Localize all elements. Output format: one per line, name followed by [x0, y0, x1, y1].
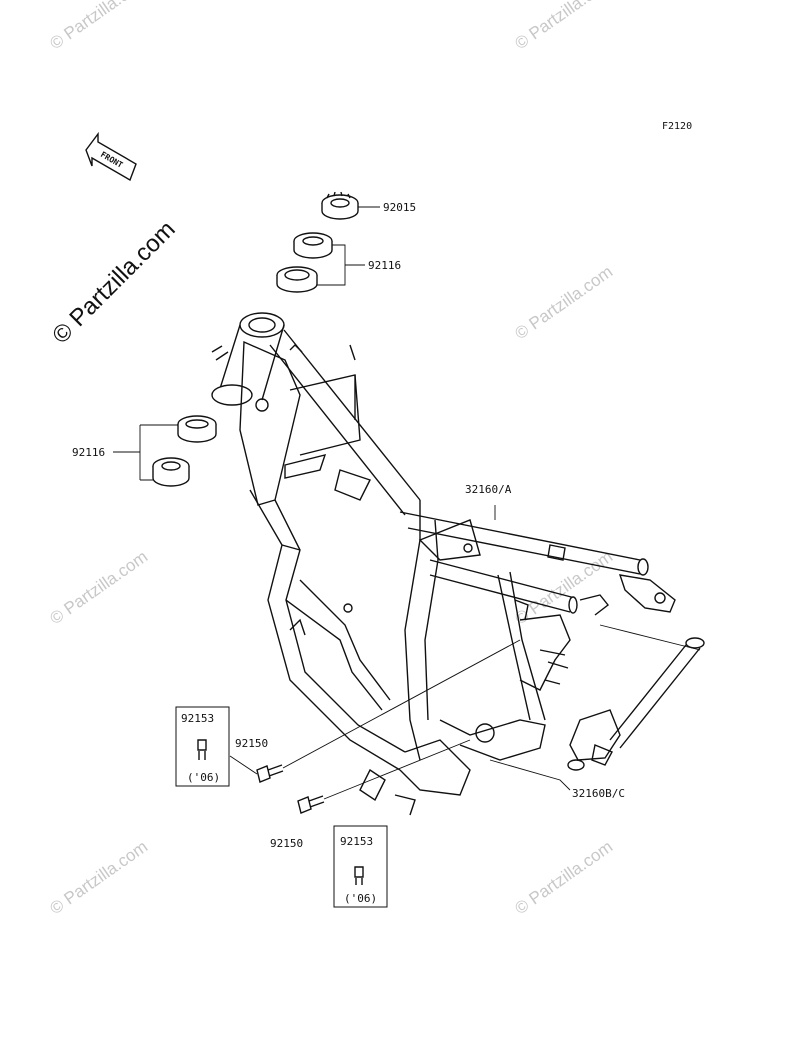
bearing-92116-upper: [276, 232, 333, 293]
frame-32160a: [211, 312, 676, 816]
part-number-92116-lower[interactable]: 92116: [72, 446, 105, 459]
inset-part-number[interactable]: 92153: [340, 835, 373, 848]
watermarks: © Partzilla.com © Partzilla.com © Partzi…: [46, 0, 616, 918]
watermark: © Partzilla.com: [46, 837, 151, 918]
watermark: © Partzilla.com: [46, 0, 151, 53]
frame-32160bc: [567, 637, 705, 771]
part-number-32160bc[interactable]: 32160B/C: [572, 787, 625, 800]
part-number-92150-lower[interactable]: 92150: [270, 837, 303, 850]
part-number-92150-upper[interactable]: 92150: [235, 737, 268, 750]
bolt-92150-lower: [297, 795, 325, 814]
watermark-main: © Partzilla.com: [47, 216, 180, 349]
leader-lines: [113, 206, 701, 800]
inset-box-92153-b: 92153 ('06): [333, 825, 388, 908]
watermark: © Partzilla.com: [511, 0, 616, 53]
watermark: © Partzilla.com: [46, 547, 151, 628]
inset-box-92153-a: 92153 ('06): [175, 706, 230, 787]
inset-note: ('06): [187, 771, 220, 784]
inset-note: ('06): [344, 892, 377, 905]
locknut-92015: [321, 191, 359, 220]
part-number-92015[interactable]: 92015: [383, 201, 416, 214]
front-arrow-icon: FRONT: [85, 131, 137, 182]
figure-code: F2120: [662, 121, 692, 132]
bolt-92150-upper: [256, 764, 284, 783]
bearing-92116-lower: [152, 415, 217, 487]
part-number-32160a[interactable]: 32160/A: [465, 483, 512, 496]
watermark: © Partzilla.com: [511, 837, 616, 918]
watermark: © Partzilla.com: [511, 262, 616, 343]
inset-part-number[interactable]: 92153: [181, 712, 214, 725]
part-number-92116-upper[interactable]: 92116: [368, 259, 401, 272]
